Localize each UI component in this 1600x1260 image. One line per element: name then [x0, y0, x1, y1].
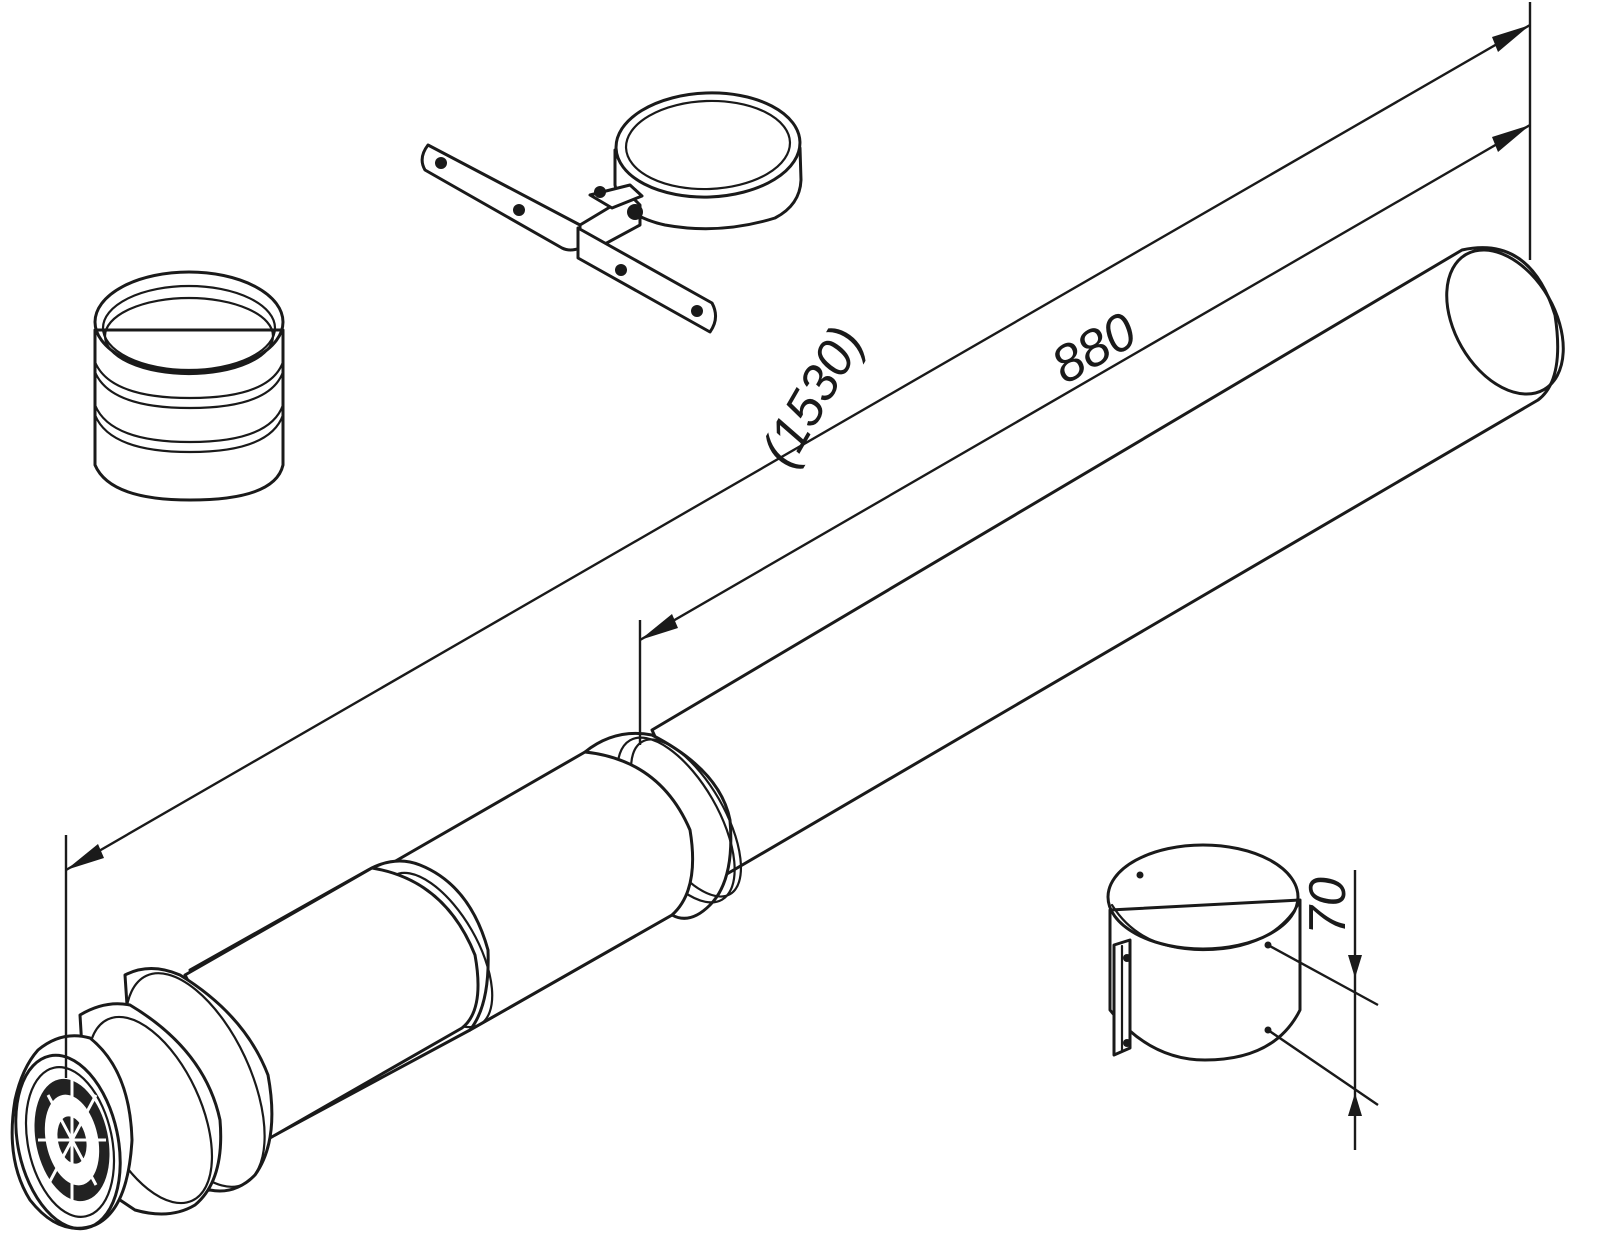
terminal-grille-icon — [34, 1078, 110, 1202]
cover-collar: 70 — [1106, 843, 1379, 1150]
collar-height-label: 70 — [1299, 877, 1357, 935]
push-fit-coupling — [93, 270, 285, 502]
wall-bracket-clamp — [420, 91, 803, 334]
total-length-label: (1530) — [750, 317, 875, 476]
flue-pipe-assembly — [10, 246, 1565, 1231]
pipe-length-label: 880 — [1042, 302, 1146, 396]
